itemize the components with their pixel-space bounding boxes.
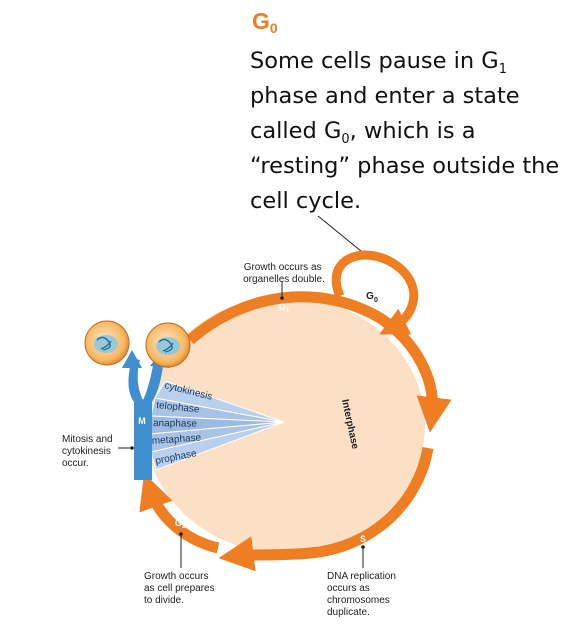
g1-label: G1 (279, 302, 290, 314)
g2-caption: Growth occurs as cell prepares to divide… (144, 571, 217, 606)
s-caption: DNA replication occurs as chromosomes du… (327, 571, 399, 618)
daughter-cell-left (84, 320, 130, 366)
g0-loop-arrow (331, 250, 419, 335)
g0-description: Some cells pause in G1 phase and enter a… (250, 48, 560, 214)
wedge-prophase (150, 421, 285, 471)
m-label: M (138, 416, 146, 426)
s-arc-arrow (218, 446, 434, 572)
cell-body (145, 297, 425, 553)
phase-anaphase: anaphase (153, 418, 198, 430)
g1-dot (280, 296, 284, 300)
phase-telophase: telophase (156, 400, 201, 416)
mitosis-dot (130, 446, 134, 450)
g0-heading: G0 (252, 8, 278, 36)
s-label: S (360, 534, 366, 544)
mitosis-y-shape (128, 358, 164, 480)
m-arrowhead-left (122, 350, 142, 368)
daughter-cell-right (145, 322, 191, 368)
mitosis-phase-fan (149, 380, 285, 471)
g0-loop-label: G0 (366, 291, 378, 304)
g1-caption: Growth occurs as organelles double. (243, 262, 325, 285)
mitosis-caption: Mitosis and cytokinesis occur. (62, 434, 115, 469)
g2-dot (179, 532, 183, 536)
g2-label: G2 (175, 518, 186, 530)
s-dot (361, 545, 365, 549)
phase-metaphase: metaphase (151, 433, 202, 447)
g1-arc-arrow (186, 291, 452, 433)
g2-arc-arrow (139, 473, 220, 554)
